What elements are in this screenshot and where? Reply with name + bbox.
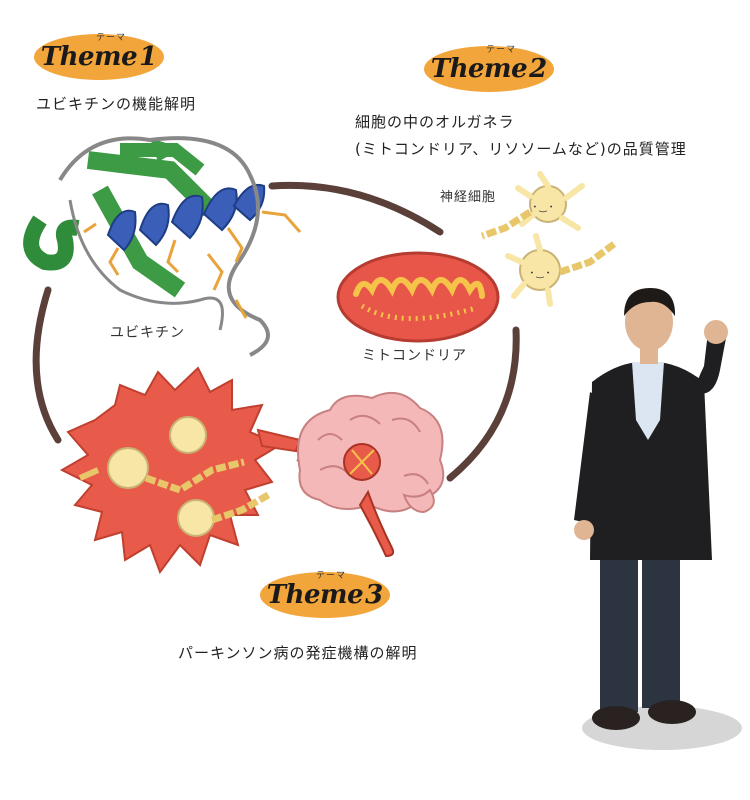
svg-text:・‿・: ・‿・ — [527, 269, 552, 279]
theme-1-title: ユビキチンの機能解明 — [36, 95, 197, 113]
theme-2-title-line2: (ミトコンドリア、リソソームなど)の品質管理 — [355, 140, 687, 158]
theme-2-ruby: テーマ — [486, 45, 517, 55]
cycle-arc-top — [268, 181, 444, 236]
theme-3-word: Theme — [266, 580, 364, 610]
theme-3-number: 3 — [365, 580, 384, 610]
theme-1-word: Theme — [40, 42, 138, 72]
theme-1-number: 1 — [139, 42, 158, 72]
theme-2-badge: Theme 2 — [424, 46, 554, 92]
theme-1-badge: Theme 1 — [34, 34, 164, 80]
cycle-arc-left — [32, 286, 62, 444]
mitochondria-illustration — [336, 251, 500, 343]
theme-3-ruby: テーマ — [316, 571, 347, 581]
cycle-arc-right — [446, 326, 520, 482]
presenter-figure — [574, 288, 742, 750]
ubiquitin-illustration — [23, 136, 302, 357]
brain-illustration — [297, 391, 445, 558]
mitochondria-caption: ミトコンドリア — [362, 348, 467, 364]
svg-text:・‿・: ・‿・ — [530, 203, 555, 213]
theme-2-word: Theme — [430, 54, 528, 84]
starburst-illustration — [59, 366, 283, 575]
ubiquitin-caption: ユビキチン — [110, 325, 185, 341]
theme-3-badge: Theme 3 — [260, 572, 390, 618]
neuron-illustration: ・‿・ ・‿・ — [480, 171, 617, 307]
theme-1-ruby: テーマ — [96, 33, 127, 43]
theme-3-title: パーキンソン病の発症機構の解明 — [178, 644, 418, 662]
theme-2-number: 2 — [529, 54, 548, 84]
neuron-caption: 神経細胞 — [440, 190, 497, 205]
theme-2-title-line1: 細胞の中のオルガネラ — [355, 113, 515, 131]
